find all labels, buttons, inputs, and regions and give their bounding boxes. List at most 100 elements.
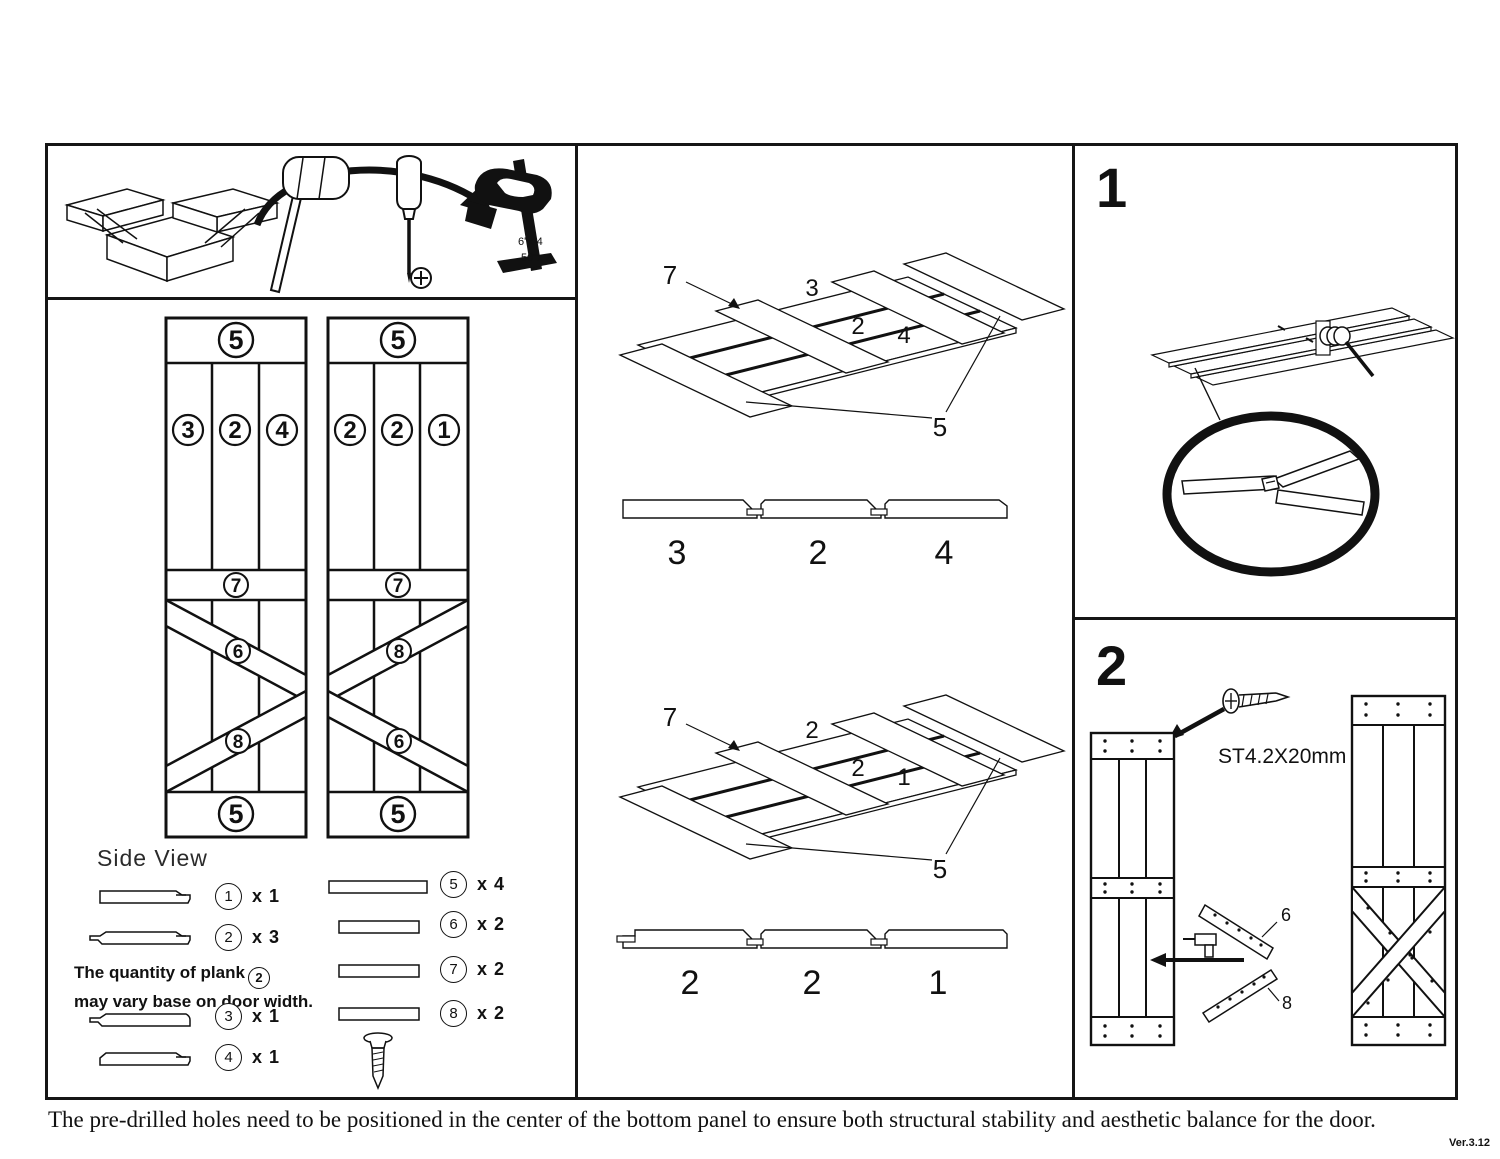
callout-7: 7 xyxy=(663,702,677,732)
brace8-label: 8 xyxy=(1282,993,1292,1013)
part-number-badge: 4 xyxy=(215,1044,242,1071)
part-label: 4 xyxy=(275,417,289,444)
parts-list-item: 7 x 2 xyxy=(440,956,505,983)
batten-on-planks xyxy=(830,270,1006,345)
small-mallet-icon xyxy=(1315,320,1375,378)
tongue-groove-detail xyxy=(1181,450,1365,516)
callout-3: 3 xyxy=(805,275,818,302)
side-view-heading: Side View xyxy=(97,845,208,871)
clamp-size-label-2: 50"x 2 xyxy=(521,252,552,264)
part-number-badge: 1 xyxy=(215,883,242,910)
toolbox-icon xyxy=(64,188,280,283)
part-label: 8 xyxy=(233,732,244,753)
clamp-icon: 6"x 4 50"x 2 xyxy=(465,159,557,273)
callout-mid: 2 xyxy=(851,755,864,782)
profile-label: 2 xyxy=(803,964,822,1002)
door-front-views: 5 3 2 4 7 6 8 5 xyxy=(164,316,470,839)
step1-number: 1 xyxy=(1096,156,1128,219)
step2-door-right xyxy=(1350,694,1447,1047)
profile-label: 3 xyxy=(668,534,687,572)
part-qty: x 1 xyxy=(252,886,281,906)
screwdriver-icon xyxy=(396,155,432,289)
part-label: 6 xyxy=(233,642,244,663)
plank2-profile-icon xyxy=(89,931,191,945)
circled-two: 2 xyxy=(247,967,270,990)
profile-label: 4 xyxy=(935,534,954,572)
brace6-label: 6 xyxy=(1281,905,1291,925)
callout-5: 5 xyxy=(933,412,947,442)
screw-arrow xyxy=(1173,707,1226,738)
clamp-size-label-1: 6"x 4 xyxy=(518,236,543,248)
profile-label: 1 xyxy=(929,964,948,1002)
end-cap-right xyxy=(902,252,1066,321)
door-view-left: 5 3 2 4 7 6 8 5 xyxy=(164,316,308,839)
part-label: 6 xyxy=(394,732,405,753)
part-number-badge: 2 xyxy=(215,924,242,951)
profile-label: 2 xyxy=(681,964,700,1002)
parts-list-item: 4 x 1 xyxy=(215,1044,280,1071)
batten-on-planks xyxy=(830,712,1006,787)
parts-list-item: 2 x 3 xyxy=(215,924,280,951)
mallet-icon xyxy=(269,156,350,294)
planks-joining-isometric xyxy=(1150,307,1455,386)
screw-icon xyxy=(363,1032,393,1090)
part-label: 2 xyxy=(228,417,241,444)
bar7-icon xyxy=(338,964,420,978)
parts-list-item: 1 x 1 xyxy=(215,883,280,910)
parts-overview-panel xyxy=(45,297,578,1100)
part-label: 7 xyxy=(393,576,404,597)
part-number-badge: 8 xyxy=(440,1000,467,1027)
profile-section-top: 3 2 4 xyxy=(622,499,1008,572)
bar6-icon xyxy=(338,920,420,934)
callout-5: 5 xyxy=(933,854,947,884)
part-qty: x 2 xyxy=(477,959,506,979)
profile-label: 2 xyxy=(809,534,828,572)
magnifier-ellipse xyxy=(1162,411,1380,577)
callout-2: 2 xyxy=(851,313,864,340)
screw-holes xyxy=(1103,739,1162,1038)
profile-section-bottom: 2 2 1 xyxy=(616,929,1008,1002)
part-label: 3 xyxy=(181,417,194,444)
screw-horizontal-icon xyxy=(1222,688,1291,714)
callout-back: 2 xyxy=(805,717,818,744)
brace-6: 6 xyxy=(1198,903,1291,961)
version-label: Ver.3.12 xyxy=(1449,1137,1490,1149)
step2-illustration: ST4.2X20mm xyxy=(1089,688,1447,1047)
step1-panel xyxy=(1072,143,1458,620)
part-qty: x 3 xyxy=(252,927,281,947)
tools-illustration: 6"x 4 50"x 2 xyxy=(64,155,557,294)
step1-illustration xyxy=(1150,307,1455,577)
part-number-badge: 6 xyxy=(440,911,467,938)
callout-4: 4 xyxy=(897,322,910,349)
batten-on-planks xyxy=(714,299,890,374)
part-qty: x 2 xyxy=(477,1003,506,1023)
part-qty: x 4 xyxy=(477,874,506,894)
part-label: 7 xyxy=(231,576,242,597)
magnifier-leader-line xyxy=(1194,367,1221,421)
exploded-diagram-top: 7 3 2 4 5 xyxy=(618,252,1066,442)
parts-list-item: 8 x 2 xyxy=(440,1000,505,1027)
door-view-right: 5 2 2 1 7 8 6 5 xyxy=(326,316,470,839)
part-label: 2 xyxy=(390,417,403,444)
brace-8: 8 xyxy=(1201,968,1292,1024)
part-qty: x 1 xyxy=(252,1047,281,1067)
part-label: 8 xyxy=(394,642,405,663)
exploded-diagram-bottom: 7 2 2 1 5 xyxy=(618,694,1066,884)
bar5-icon xyxy=(328,880,428,894)
drill-icon xyxy=(1183,933,1217,958)
part-label: 5 xyxy=(228,325,243,355)
part-label: 2 xyxy=(343,417,356,444)
part-number-badge: 7 xyxy=(440,956,467,983)
part-qty: x 2 xyxy=(477,914,506,934)
part-label: 1 xyxy=(437,417,450,444)
part-label: 5 xyxy=(390,799,405,829)
parts-list-item: 6 x 2 xyxy=(440,911,505,938)
screw-spec-label: ST4.2X20mm xyxy=(1218,745,1346,768)
bar8-icon xyxy=(338,1007,420,1021)
footer-caption: The pre-drilled holes need to be positio… xyxy=(48,1107,1376,1132)
step2-number: 2 xyxy=(1096,634,1128,697)
batten-on-planks xyxy=(714,741,890,816)
